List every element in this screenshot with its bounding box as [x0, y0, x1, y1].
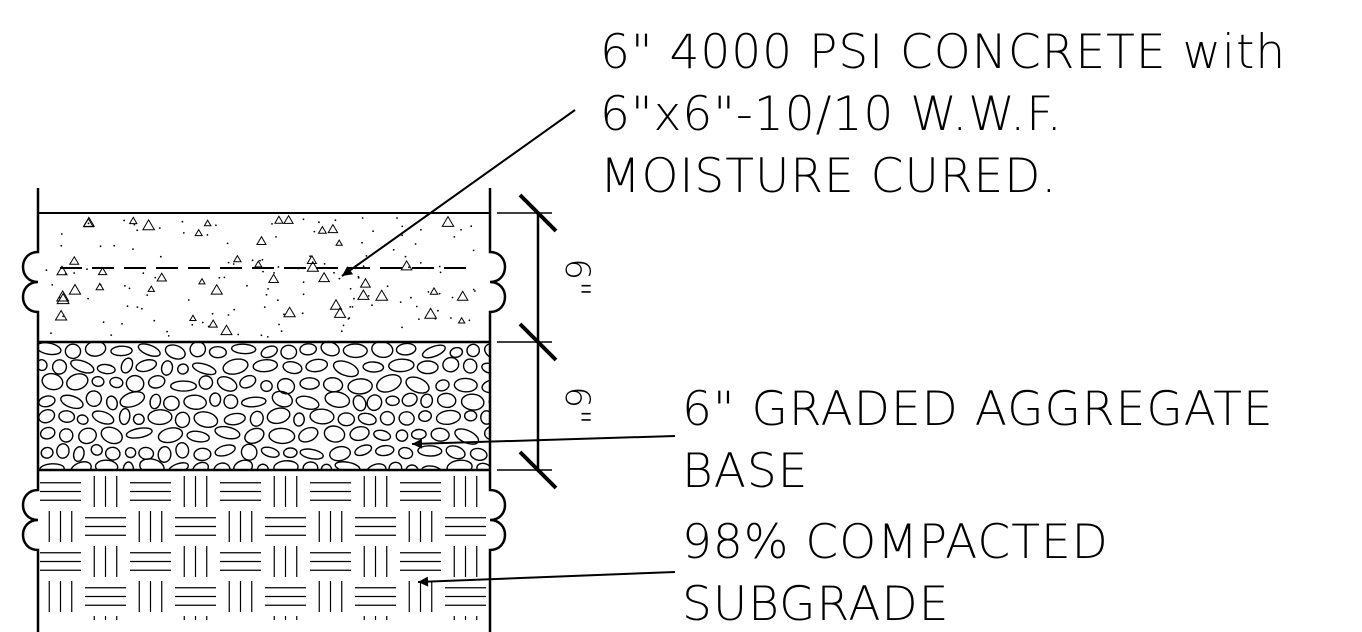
- concrete-stipple: [45, 214, 476, 338]
- subgrade-callout-line-1: 98% COMPACTED: [682, 515, 1109, 570]
- concrete-callout: 6" 4000 PSI CONCRETE with 6"x6"-10/10 W.…: [600, 25, 1286, 204]
- subgrade-layer: [40, 476, 486, 620]
- right-edge: [488, 188, 507, 632]
- aggregate-callout: 6" GRADED AGGREGATE BASE: [682, 382, 1274, 499]
- left-edge: [21, 188, 40, 632]
- aggregate-layer: [38, 340, 490, 472]
- concrete-layer: [38, 212, 490, 338]
- section-edges: [21, 188, 507, 632]
- concrete-callout-line-1: 6" 4000 PSI CONCRETE with: [600, 25, 1286, 80]
- subgrade-callout: 98% COMPACTED SUBGRADE: [682, 515, 1109, 632]
- concrete-callout-line-2: 6"x6"-10/10 W.W.F.: [600, 87, 1063, 142]
- dimension-label-aggregate: 6": [557, 386, 597, 425]
- subgrade-callout-line-2: SUBGRADE: [682, 577, 949, 632]
- aggregate-callout-line-2: BASE: [682, 444, 808, 499]
- aggregate-leader: [411, 435, 676, 449]
- concrete-leader: [341, 109, 576, 277]
- dimension-label-concrete: 6": [557, 258, 597, 297]
- aggregate-callout-line-1: 6" GRADED AGGREGATE: [682, 382, 1274, 437]
- concrete-callout-line-3: MOISTURE CURED.: [600, 149, 1057, 204]
- aggregate-hatch: [38, 342, 490, 470]
- subgrade-leader: [417, 571, 676, 587]
- subgrade-hatch: [40, 476, 486, 620]
- dimension-line: [497, 193, 558, 490]
